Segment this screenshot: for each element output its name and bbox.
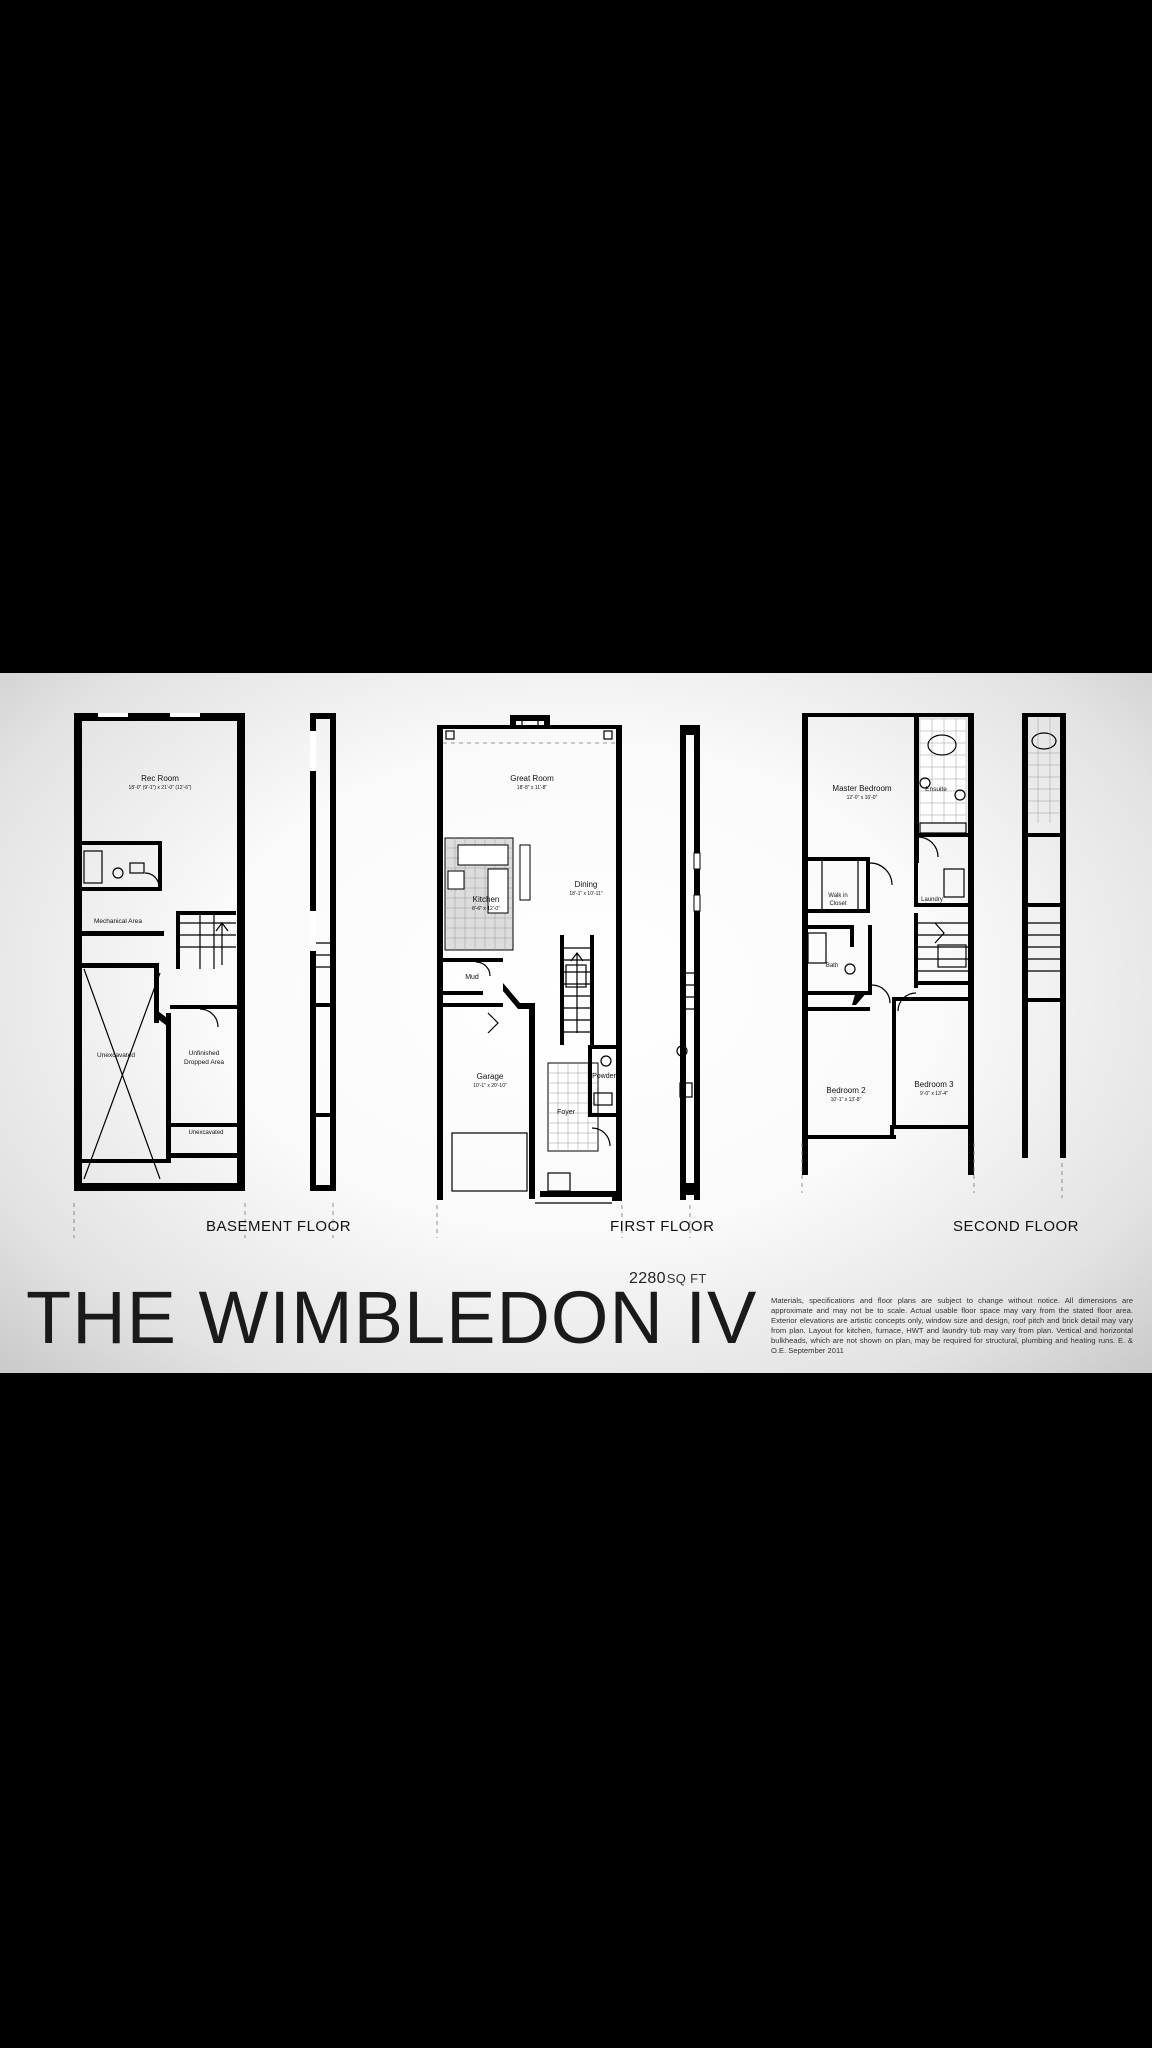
bedroom-2-dimensions: 10'-1" x 13'-8" <box>831 1097 862 1103</box>
garage-dimensions: 10'-1" x 20'-10" <box>473 1083 507 1089</box>
first-floor-plan: Great Room 18'-8" x 11'-8" Dining 18'-1"… <box>436 715 701 1238</box>
ensuite-label: Ensuite <box>925 786 947 793</box>
second-floor-label: SECOND FLOOR <box>953 1218 1080 1235</box>
bedroom-3-dimensions: 9'-0" x 13'-4" <box>920 1091 948 1097</box>
closet-label: Closet <box>829 901 846 907</box>
disclaimer-text: Materials, specifications and floor plan… <box>771 1296 1133 1355</box>
garage-label: Garage <box>477 1072 504 1081</box>
floor-plans-drawing: Rec Room 18'-0" (9'-1") x 21'-0" (12'-6"… <box>73 713 1066 1238</box>
walk-in-closet-label: Walk in <box>828 893 847 899</box>
bedroom-3-label: Bedroom 3 <box>914 1080 954 1089</box>
unfinished-label: Unfinished <box>189 1050 220 1057</box>
basement-floor-label: BASEMENT FLOOR <box>206 1218 352 1235</box>
model-title: THE WIMBLEDON IV <box>26 1276 758 1359</box>
dropped-area-label: Dropped Area <box>184 1059 224 1066</box>
first-floor-label: FIRST FLOOR <box>610 1218 715 1235</box>
basement-floor-plan: Rec Room 18'-0" (9'-1") x 21'-0" (12'-6"… <box>73 713 336 1238</box>
master-bedroom-dimensions: 12'-0" x 16'-0" <box>847 795 878 801</box>
kitchen-dimensions: 8'-6" x 12'-0" <box>472 906 500 912</box>
laundry-label: Laundry <box>921 897 943 903</box>
mechanical-area-label: Mechanical Area <box>94 918 142 925</box>
powder-label: Powder <box>592 1073 616 1080</box>
square-footage-value: 2280 <box>629 1270 666 1287</box>
mud-label: Mud <box>465 974 479 981</box>
square-footage-unit: SQ FT <box>666 1271 707 1286</box>
master-bedroom-label: Master Bedroom <box>832 784 891 793</box>
foyer-label: Foyer <box>557 1109 576 1116</box>
square-footage: 2280SQ FT <box>629 1270 707 1288</box>
great-room-dimensions: 18'-8" x 11'-8" <box>517 785 548 791</box>
rec-room-dimensions: 18'-0" (9'-1") x 21'-0" (12'-6") <box>129 785 192 791</box>
kitchen-label: Kitchen <box>473 895 500 904</box>
unexcavated-small-label: Unexcavated <box>188 1130 223 1136</box>
bath-label: Bath <box>826 963 838 969</box>
dining-dimensions: 18'-1" x 10'-11" <box>569 891 602 897</box>
unexcavated-label: Unexcavated <box>97 1052 135 1059</box>
second-floor-plan: Master Bedroom 12'-0" x 16'-0" Ensuite W… <box>801 713 1066 1198</box>
great-room-label: Great Room <box>510 774 554 783</box>
rec-room-label: Rec Room <box>141 774 179 783</box>
bedroom-2-label: Bedroom 2 <box>826 1086 866 1095</box>
dining-label: Dining <box>575 880 598 889</box>
floor-plan-sheet: Rec Room 18'-0" (9'-1") x 21'-0" (12'-6"… <box>0 673 1152 1373</box>
